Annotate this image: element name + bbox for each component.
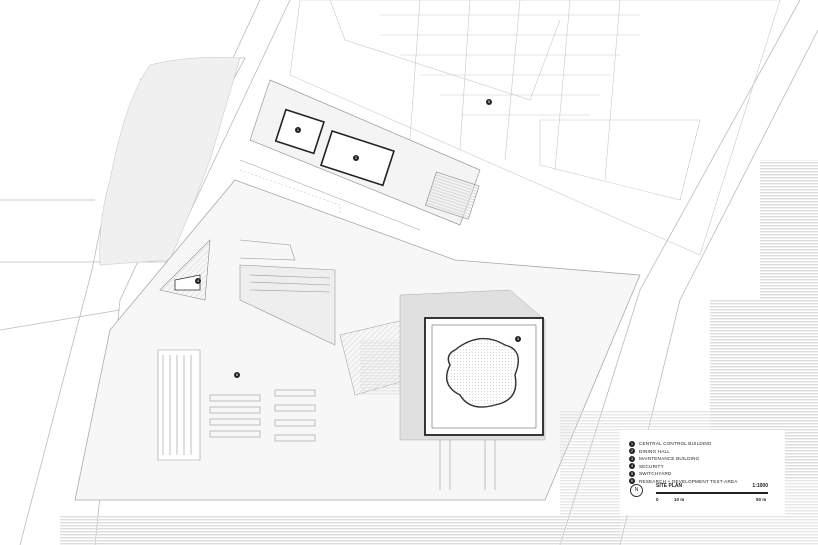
marker-4: 4 bbox=[195, 278, 201, 284]
scale-tick-0: 0 bbox=[656, 497, 659, 502]
north-arrow-icon: N bbox=[630, 484, 643, 497]
switchyard bbox=[289, 0, 781, 256]
marker-1: 1 bbox=[295, 127, 301, 133]
parking-area bbox=[157, 239, 336, 461]
scale-bar bbox=[656, 492, 768, 494]
legend-item: 4 SECURITY bbox=[629, 463, 779, 470]
legend-label: SECURITY bbox=[639, 463, 664, 469]
legend-item: 3 MAINTENANCE BUILDING bbox=[629, 455, 779, 462]
legend-number: 2 bbox=[629, 448, 635, 455]
legend-label: DINING HALL bbox=[639, 448, 671, 454]
security-gate bbox=[159, 239, 211, 301]
scale-ratio: 1:1000 bbox=[752, 483, 768, 489]
marker-3: 3 bbox=[515, 336, 521, 342]
legend-item: 5 SWITCHYARD bbox=[629, 470, 779, 477]
legend-item: 6 RESEARCH + DEVELOPMENT TEST-AREA bbox=[629, 478, 779, 485]
legend-number: 5 bbox=[629, 470, 635, 477]
legend-label: CENTRAL CONTROL BUILDING bbox=[639, 441, 712, 446]
legend: 1 CENTRAL CONTROL BUILDING 2 DINING HALL… bbox=[629, 440, 779, 486]
legend-number: 1 bbox=[629, 440, 635, 447]
scale-tick-50: 50 m bbox=[756, 497, 767, 502]
legend-item: 2 DINING HALL bbox=[629, 448, 779, 455]
marker-2: 2 bbox=[353, 155, 359, 161]
scale-block: N SITE PLAN 1:1000 0 10 m 50 m bbox=[629, 481, 779, 511]
legend-label: MAINTENANCE BUILDING bbox=[639, 456, 700, 462]
stripe-fields bbox=[60, 160, 818, 545]
legend-item: 1 CENTRAL CONTROL BUILDING bbox=[629, 440, 779, 447]
test-area bbox=[424, 317, 544, 436]
legend-label: SWITCHYARD bbox=[639, 471, 672, 477]
land-plot-left bbox=[99, 57, 241, 266]
marker-5: 5 bbox=[486, 99, 492, 105]
scale-tick-10: 10 m bbox=[674, 497, 685, 502]
legend-number: 4 bbox=[629, 463, 635, 470]
site-plan-title: SITE PLAN bbox=[656, 483, 683, 489]
legend-number: 6 bbox=[629, 478, 635, 485]
legend-label: RESEARCH + DEVELOPMENT TEST-AREA bbox=[639, 478, 738, 484]
legend-number: 3 bbox=[629, 455, 635, 462]
marker-6: 6 bbox=[234, 372, 240, 378]
